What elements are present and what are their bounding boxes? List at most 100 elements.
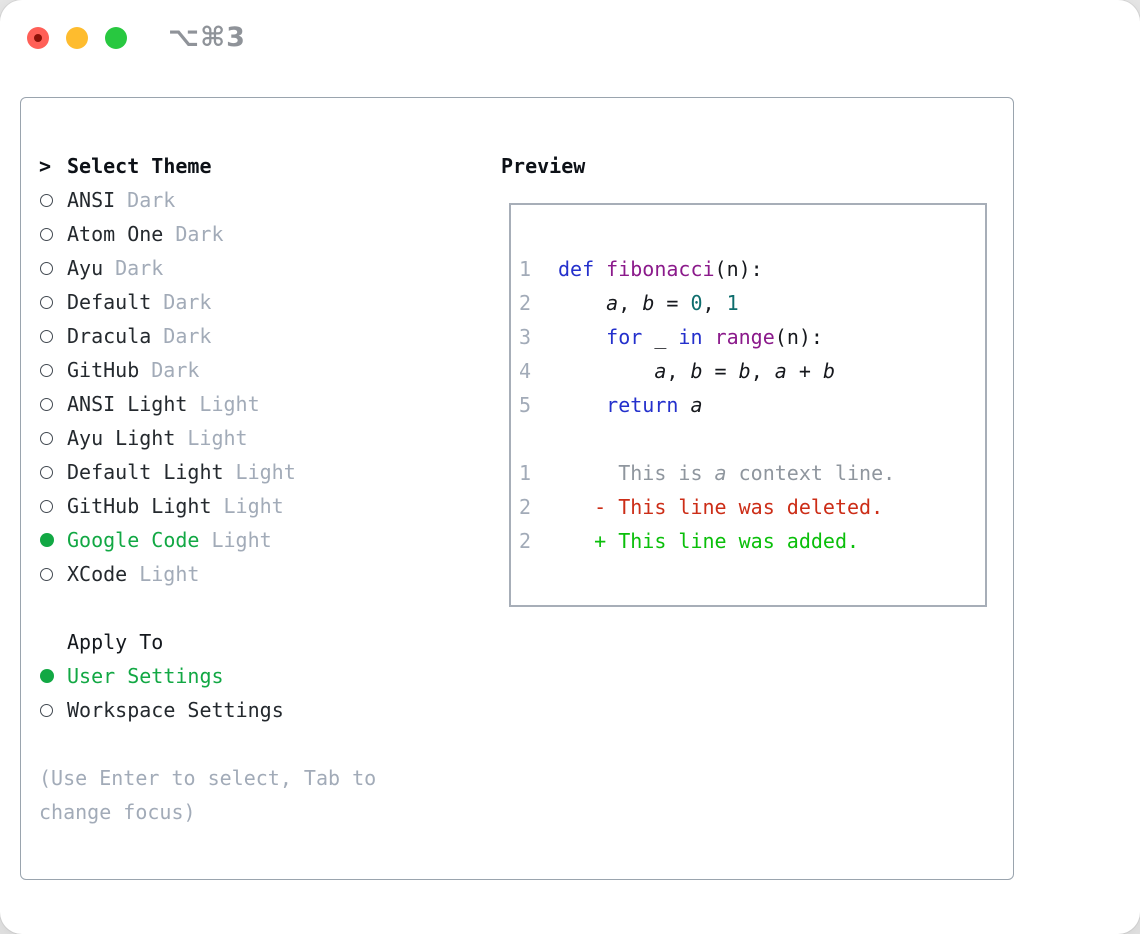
line-number: 2 [519,291,532,315]
code-token: b [738,359,751,383]
theme-name: Dracula [67,324,152,348]
apply-option-label: User Settings [67,664,224,688]
hint-text: (Use Enter to select, Tab to change focu… [39,766,377,824]
preview-code-line: 2 + This line was added. [519,524,985,558]
theme-name: Atom One [67,222,164,246]
blank-line [519,422,985,456]
code-token: = [654,291,691,315]
theme-name: Google Code [67,528,200,552]
line-number: 2 [519,495,532,519]
code-token: , [702,291,727,315]
theme-name: Ayu [67,256,104,280]
theme-variant-label: Dark [127,188,176,212]
code-token: (n): [714,257,763,281]
line-number: 5 [519,393,532,417]
radio-cell [39,261,67,275]
radio-icon [40,431,53,445]
preview-code-line: 5 return a [519,388,985,422]
code-token [558,291,606,315]
radio-cell [39,669,67,683]
theme-option-dracula[interactable]: Dracula Dark [39,319,479,353]
spacer [39,727,479,761]
radio-icon [40,465,53,479]
theme-variant-label: Dark [163,324,212,348]
radio-icon [40,193,53,207]
theme-option-ayu[interactable]: Ayu Dark [39,251,479,285]
theme-variant-label: Light [223,494,284,518]
code-token: fibonacci [606,257,715,281]
code-token: context line. [726,461,896,485]
theme-option-default-light[interactable]: Default Light Light [39,455,479,489]
theme-variant-label: Light [199,392,260,416]
preview-code-line: 1 This is a context line. [519,456,985,490]
theme-option-github-light[interactable]: GitHub Light Light [39,489,479,523]
theme-variant-label: Light [187,426,248,450]
code-token: , [750,359,775,383]
code-token [703,325,715,349]
line-number: 3 [519,325,532,349]
radio-cell [39,431,67,445]
radio-cell [39,533,67,547]
code-token: _ [642,325,679,349]
theme-option-ansi[interactable]: ANSI Dark [39,183,479,217]
code-token: a [774,359,787,383]
code-token: range [714,325,775,349]
radio-icon [40,397,53,411]
code-token: , [618,291,643,315]
code-token: (n): [774,325,823,349]
line-number: 1 [519,461,532,485]
code-token [678,393,690,417]
titlebar: ⌥⌘3 [0,0,1140,76]
radio-icon [40,329,53,343]
theme-name: ANSI [67,188,116,212]
window-shortcut-label: ⌥⌘3 [168,22,246,53]
apply-option-workspace-settings[interactable]: Workspace Settings [39,693,479,727]
theme-variant-label: Dark [151,358,200,382]
radio-icon [40,363,53,377]
preview-code-line: 2 a, b = 0, 1 [519,286,985,320]
theme-variant-label: Dark [163,290,212,314]
spacer [39,591,479,625]
theme-option-google-code[interactable]: Google Code Light [39,523,479,557]
apply-option-label: Workspace Settings [67,698,284,722]
code-token: for [606,325,643,349]
close-button-icon[interactable] [27,27,49,49]
code-token: a [654,359,667,383]
code-token: , [666,359,691,383]
code-token: a [714,461,727,485]
code-token: This is [558,461,715,485]
zoom-button-icon[interactable] [105,27,127,49]
code-token: return [606,393,679,417]
theme-name: Default Light [67,460,224,484]
preview-title: Preview [501,154,586,178]
minimize-button-icon[interactable] [66,27,88,49]
code-token: = [702,359,739,383]
code-token: + [786,359,823,383]
radio-icon [40,261,53,275]
theme-name: GitHub Light [67,494,212,518]
code-token [594,257,606,281]
theme-variant-label: Dark [115,256,164,280]
preview-code-line: 2 - This line was deleted. [519,490,985,524]
code-token: a [606,291,619,315]
radio-cell [39,363,67,377]
code-token: in [678,325,703,349]
radio-cell [39,465,67,479]
apply-option-user-settings[interactable]: User Settings [39,659,479,693]
theme-variant-label: Light [211,528,272,552]
preview-code-line: 4 a, b = b, a + b [519,354,985,388]
theme-variant-label: Light [235,460,296,484]
radio-icon [40,295,53,309]
